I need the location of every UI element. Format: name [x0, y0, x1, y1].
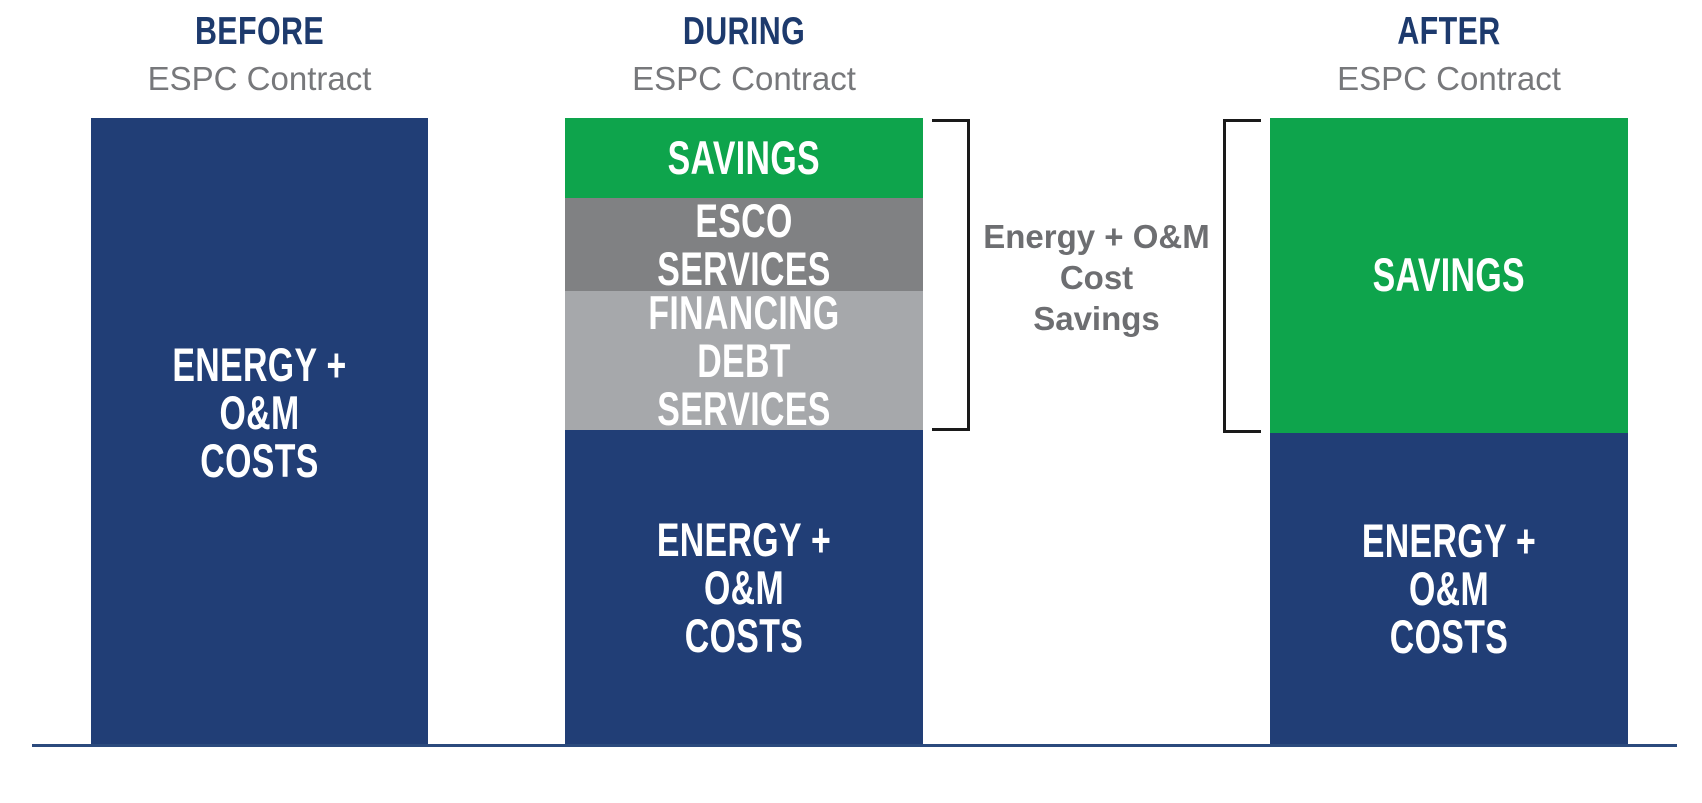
segment-label: ESCO SERVICES [657, 198, 831, 292]
segment-label: ENERGY + O&M COSTS [656, 512, 832, 662]
segment-label: ENERGY + O&M COSTS [1361, 513, 1537, 663]
column-title-after: AFTER [1397, 10, 1501, 53]
segment-label: SAVINGS [667, 131, 821, 185]
column-subtitle-during: ESPC Contract [632, 60, 856, 97]
segment-before-energy-om-costs: ENERGY + O&M COSTS [91, 118, 428, 745]
segment-during-esco-services: ESCO SERVICES [565, 198, 923, 292]
segment-label: FINANCING DEBT SERVICES [648, 291, 840, 431]
column-title-during: DURING [682, 10, 806, 53]
segment-after-energy-om-costs: ENERGY + O&M COSTS [1270, 432, 1628, 745]
column-subtitle-before: ESPC Contract [147, 60, 372, 97]
column-header-during: DURING ESPC Contract [565, 10, 923, 98]
column-title-before: BEFORE [194, 10, 325, 53]
segment-during-energy-om-costs: ENERGY + O&M COSTS [565, 430, 923, 745]
savings-span-bracket-during [932, 119, 970, 431]
column-header-before: BEFORE ESPC Contract [91, 10, 428, 98]
savings-span-bracket-after [1223, 119, 1261, 433]
baseline-axis [32, 744, 1677, 747]
bar-after: SAVINGS ENERGY + O&M COSTS [1270, 118, 1628, 745]
savings-annotation: Energy + O&M Cost Savings [983, 218, 1210, 337]
segment-during-financing-debt-services: FINANCING DEBT SERVICES [565, 291, 923, 431]
segment-after-savings: SAVINGS [1270, 118, 1628, 433]
bar-during: SAVINGS ESCO SERVICES FINANCING DEBT SER… [565, 118, 923, 745]
segment-during-savings: SAVINGS [565, 118, 923, 199]
column-header-after: AFTER ESPC Contract [1270, 10, 1628, 98]
segment-label: ENERGY + O&M COSTS [172, 337, 347, 487]
column-subtitle-after: ESPC Contract [1337, 60, 1561, 97]
segment-label: SAVINGS [1372, 248, 1526, 302]
bar-before: ENERGY + O&M COSTS [91, 118, 428, 745]
